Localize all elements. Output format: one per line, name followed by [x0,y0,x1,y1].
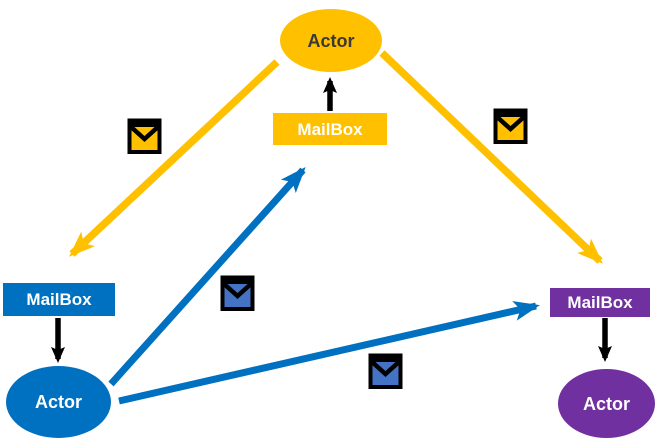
arrow-top-actor-to-left-mailbox [69,59,280,257]
envelope-icon [368,353,403,389]
top-mailbox-node: MailBox [273,113,387,145]
top-actor-node: Actor [280,9,382,72]
envelope-icon [220,275,255,311]
right-mailbox-node: MailBox [550,288,650,317]
left-actor-node: Actor [6,366,111,438]
envelope-icon [127,118,162,154]
right-actor-node: Actor [558,369,655,438]
envelope-icon [493,108,528,144]
left-mailbox-node: MailBox [3,283,115,316]
arrow-left-actor-to-right-mailbox [118,301,540,405]
arrow-left-actor-to-top-mailbox [108,167,306,387]
arrow-top-actor-to-right-mailbox [379,50,603,264]
